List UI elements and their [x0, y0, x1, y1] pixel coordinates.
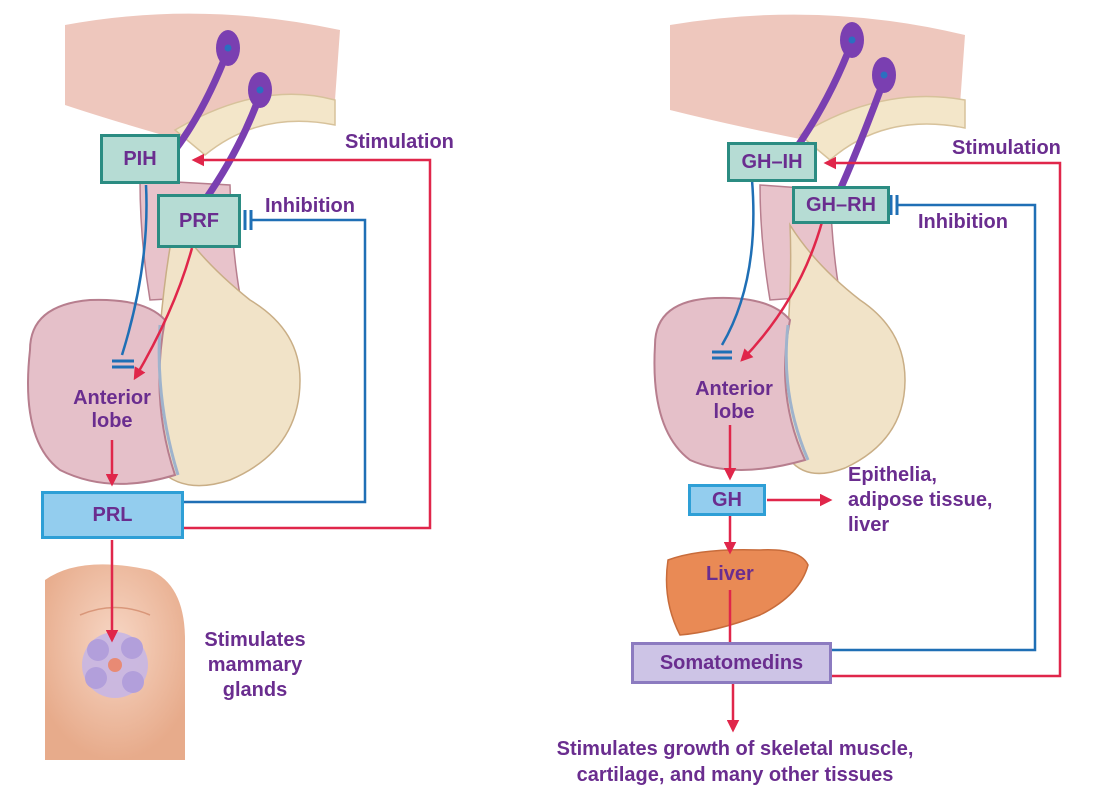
- somatomedins-feedback-inhibition: [832, 203, 1037, 652]
- ghrh-stimulation-line: [740, 221, 824, 362]
- ghih-box: GH–IH: [727, 142, 817, 182]
- left-anterior-lobe-label: Anterior lobe: [52, 387, 172, 433]
- somatomedins-feedback-stimulation: [823, 156, 1062, 678]
- liver-illustration: [665, 548, 809, 636]
- pih-inhibition-line: [120, 184, 148, 356]
- right-pathways: [712, 156, 1062, 733]
- breast-illustration: [45, 564, 185, 760]
- left-anterior-lobe-line-1: Anterior: [73, 387, 151, 409]
- right-stimulation-label: Stimulation: [952, 137, 1061, 159]
- right-anterior-lobe-line-2: lobe: [713, 401, 755, 423]
- right-pituitary-illustration: [653, 14, 966, 475]
- mammary-effect-line-3: glands: [222, 679, 288, 701]
- prl-box: PRL: [41, 491, 184, 539]
- growth-effect-line-1: Stimulates growth of skeletal muscle,: [556, 738, 914, 760]
- right-inhibition-label: Inhibition: [918, 211, 1008, 233]
- right-pituitary-cleft: [784, 324, 810, 461]
- growth-effect-line-2: cartilage, and many other tissues: [576, 764, 894, 786]
- mammary-effect-line-1: Stimulates: [204, 629, 306, 651]
- mammary-effect-label: Stimulates mammary glands: [180, 628, 330, 703]
- gh-box: GH: [688, 484, 766, 516]
- gh-targets-line-1: Epithelia,: [848, 464, 937, 486]
- prf-box: PRF: [157, 194, 241, 248]
- prf-stimulation-line: [133, 247, 194, 381]
- gh-targets-label: Epithelia, adipose tissue, liver: [848, 463, 993, 538]
- gh-targets-line-3: liver: [848, 514, 890, 536]
- ghih-inhibition-line: [720, 179, 755, 346]
- gh-targets-line-2: adipose tissue,: [848, 489, 993, 511]
- prl-feedback-stimulation: [184, 153, 432, 530]
- right-neurons: [791, 22, 896, 194]
- left-inhibition-label: Inhibition: [265, 195, 355, 217]
- somatomedins-box: Somatomedins: [631, 642, 832, 684]
- left-stimulation-label: Stimulation: [345, 131, 454, 153]
- left-pathways: [105, 153, 432, 643]
- pih-box: PIH: [100, 134, 180, 184]
- right-anterior-lobe: [653, 296, 807, 471]
- left-brain-fold: [173, 93, 336, 156]
- growth-effect-label: Stimulates growth of skeletal muscle, ca…: [495, 736, 975, 788]
- right-anterior-lobe-label: Anterior lobe: [674, 378, 794, 424]
- right-anterior-lobe-line-1: Anterior: [695, 378, 773, 400]
- ghrh-box: GH–RH: [792, 186, 890, 224]
- left-neurons: [171, 30, 272, 204]
- right-posterior-lobe: [783, 222, 906, 475]
- liver-label: Liver: [706, 563, 754, 585]
- left-pituitary-cleft: [157, 324, 180, 476]
- left-anterior-lobe-line-2: lobe: [91, 410, 133, 432]
- prl-feedback-inhibition: [184, 218, 367, 504]
- left-anterior-lobe: [27, 298, 177, 485]
- mammary-effect-line-2: mammary: [207, 654, 303, 676]
